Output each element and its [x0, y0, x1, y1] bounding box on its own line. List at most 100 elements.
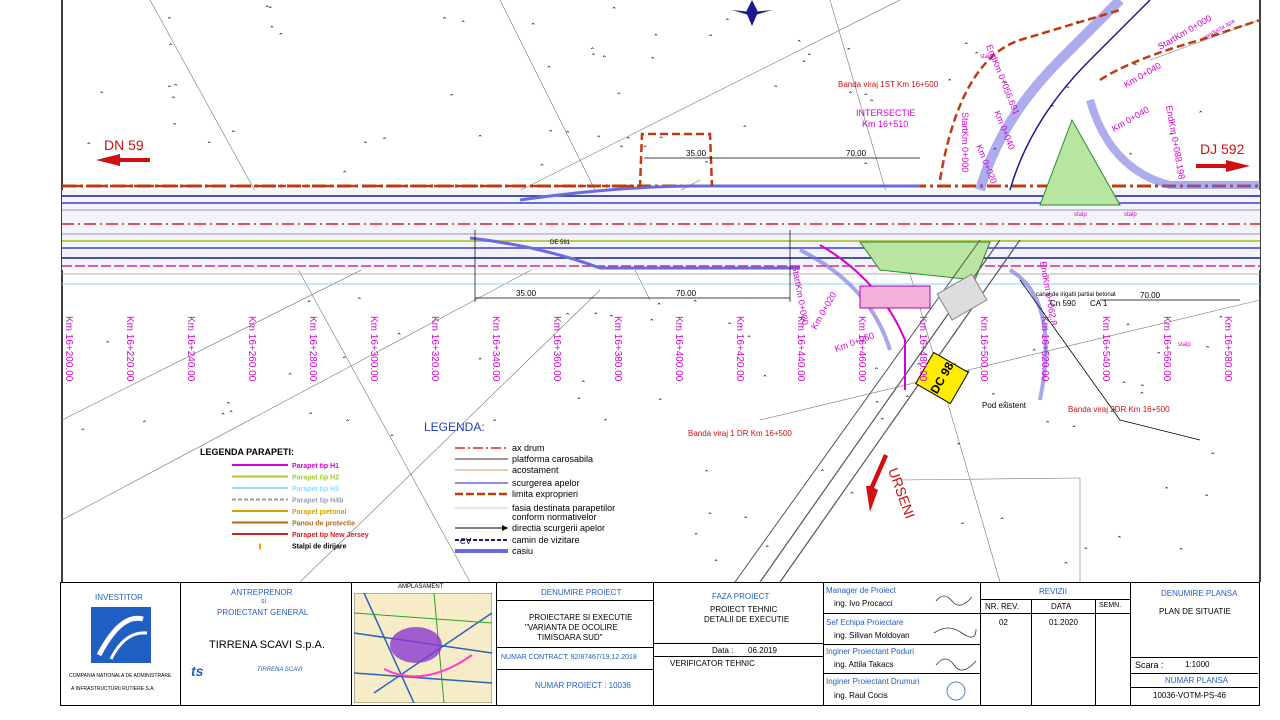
flow-arrow-icon: ⌃ [764, 544, 770, 552]
km-tick-label: Km 16+500.00 [978, 316, 989, 382]
flow-arrow-icon: ⌃ [693, 532, 699, 540]
parapet-label: Parapet tip H3 [292, 486, 339, 493]
flow-arrow-icon: ⌃ [649, 318, 655, 326]
flow-arrow-icon: ⌃ [382, 137, 388, 145]
north-arm [938, 0, 1261, 192]
flow-arrow-icon: ⌃ [796, 39, 802, 47]
sef-title: Sef Echipa Proiectare [826, 618, 904, 627]
dim-70-right: 70.00 [1140, 291, 1161, 300]
flow-arrow-icon: ⌃ [206, 141, 212, 149]
existing-bridge [936, 273, 988, 321]
flow-arrow-icon: ⌃ [1218, 315, 1224, 323]
faza-2: DETALII DE EXECUTIE [704, 615, 790, 624]
flow-arrow-icon: ⌃ [1140, 384, 1146, 392]
flow-arrow-icon: ⌃ [278, 32, 284, 40]
flow-arrow-icon: ⌃ [703, 160, 709, 168]
label-ca: CA 1 [1090, 299, 1108, 308]
data-label: Data : [712, 646, 734, 655]
flow-arrow-icon: ⌃ [269, 25, 275, 33]
banda-2dr: Banda viraj 2DR Km 16+500 [1068, 405, 1170, 414]
flow-arrow-icon: ⌃ [656, 302, 662, 310]
sef-name: ing. Silivan Moldovan [834, 631, 910, 640]
data-col: DATA [1051, 602, 1072, 611]
km-tick-label: Km 16+380.00 [612, 316, 623, 382]
bridge-hatch [859, 285, 931, 309]
proiect-1: PROIECTARE SI EXECUTIE [529, 613, 633, 622]
parapet-label: Parapet tip H1 [292, 463, 339, 470]
nr-rev-label: NR. REV. [985, 602, 1019, 611]
flow-arrow-icon: ⌃ [389, 433, 395, 441]
flow-arrow-icon: ⌃ [546, 65, 552, 73]
denumire-proiect-title: DENUMIRE PROIECT [541, 588, 622, 597]
location-map-thumbnail [354, 593, 492, 703]
label-stalp-2: stalp [1074, 212, 1087, 218]
dimension-lines [474, 157, 1240, 302]
flow-arrow-icon: ⌃ [616, 92, 622, 100]
flow-arrow-icon: ⌃ [806, 52, 812, 60]
arrow-dn59-icon [96, 154, 150, 166]
legend-label: acostament [512, 465, 559, 475]
flow-arrow-icon: ⌃ [137, 148, 143, 156]
revizii-cell: REVIZII NR. REV. DATA SEMN. 02 01.2020 [981, 583, 1131, 705]
label-km-0060: Km 0+060 [833, 330, 875, 354]
flow-arrow-icon: ⌃ [363, 140, 369, 148]
road-dn59: DN 59 [104, 137, 144, 153]
flow-arrow-icon: ⌃ [1205, 345, 1211, 353]
flow-arrow-icon: ⌃ [704, 469, 710, 477]
flow-arrow-icon: ⌃ [916, 362, 922, 370]
intersection-km: Km 16+510 [862, 119, 908, 129]
contract: NUMAR CONTRACT: 92/87467/19.12.2018 [501, 654, 637, 661]
label-canal: canal de irigatii partial betonat [1036, 292, 1116, 298]
km-tick-label: Km 16+540.00 [1100, 316, 1111, 382]
label-stalp-4: stalp [1178, 342, 1191, 348]
flow-arrow-icon: ⌃ [879, 417, 885, 425]
flow-arrow-icon: ⌃ [287, 372, 293, 380]
km-tick-label: Km 16+280.00 [307, 316, 318, 382]
flow-arrow-icon: ⌃ [849, 491, 855, 499]
flow-arrow-icon: ⌃ [1003, 81, 1009, 89]
flow-arrow-icon: ⌃ [603, 418, 609, 426]
km-tick-label: Km 16+440.00 [795, 316, 806, 382]
proiect-2: "VARIANTA DE OCOLIRE [525, 623, 618, 632]
flow-arrow-icon: ⌃ [170, 95, 176, 103]
flow-arrow-icon: ⌃ [306, 300, 312, 308]
flow-arrow-icon: ⌃ [220, 412, 226, 420]
poduri-title: Inginer Proiectant Poduri [826, 647, 915, 656]
road-urseni: URSENI [885, 466, 918, 521]
team-cell: Manager de Proiect ing. Ivo Procacci Sef… [824, 583, 981, 705]
flow-arrow-icon: ⌃ [1083, 546, 1089, 554]
label-start-km-top: StartKm 0+000 [960, 112, 970, 172]
legend-title: LEGENDA: [424, 420, 485, 434]
flow-arrow-icon: ⌃ [341, 356, 347, 364]
dim-70-top: 70.00 [846, 149, 867, 158]
signature-icon [933, 595, 977, 701]
rev-data-value: 01.2020 [1049, 618, 1078, 627]
revizii-title: REVIZII [1039, 587, 1068, 596]
antreprenor-2: si [261, 598, 267, 605]
flow-arrow-icon: ⌃ [874, 400, 880, 408]
km-tick-label: Km 16+400.00 [673, 316, 684, 382]
flow-arrow-icon: ⌃ [724, 17, 730, 25]
flow-arrow-icon: ⌃ [974, 51, 980, 59]
plansa-cell: DENUMIRE PLANSA PLAN DE SITUATIE Scara :… [1131, 583, 1258, 705]
flow-arrow-icon: ⌃ [565, 130, 571, 138]
km-tick-label: Km 16+520.00 [1039, 316, 1050, 382]
flow-arrow-icon: ⌃ [1045, 420, 1051, 428]
cadastral-lines [61, 0, 1261, 583]
flow-arrow-icon: ⌃ [1132, 63, 1138, 71]
km-tick-label: Km 16+300.00 [368, 316, 379, 382]
flow-arrow-icon: ⌃ [548, 129, 554, 137]
flow-arrow-icon: ⌃ [1168, 132, 1174, 140]
flow-arrow-icon: ⌃ [141, 419, 147, 427]
flow-arrows: ⌃⌃⌃⌃⌃⌃⌃⌃⌃⌃⌃⌃⌃⌃⌃⌃⌃⌃⌃⌃⌃⌃⌃⌃⌃⌃⌃⌃⌃⌃⌃⌃⌃⌃⌃⌃⌃⌃⌃⌃… [80, 5, 1224, 570]
legend-label: platforma carosabila [512, 454, 593, 464]
banda-1st: Banda viraj 1ST Km 16+500 [838, 80, 939, 89]
flow-arrow-icon: ⌃ [960, 522, 966, 530]
legend-label: casiu [512, 546, 533, 556]
flow-arrow-icon: ⌃ [657, 398, 663, 406]
parapet-label: Stalpi de dirijare [292, 544, 347, 551]
km-tick-label: Km 16+580.00 [1222, 316, 1233, 382]
label-stalp-3: stalp [1124, 212, 1137, 218]
flow-arrow-icon: ⌃ [611, 6, 617, 14]
flow-arrow-icon: ⌃ [1111, 408, 1117, 416]
